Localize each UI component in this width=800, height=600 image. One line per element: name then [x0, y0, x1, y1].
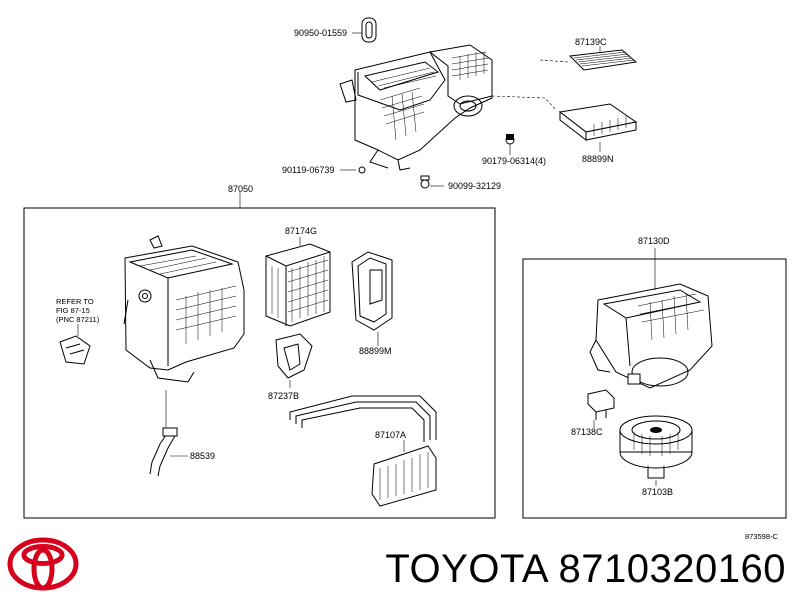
- hose-88539[interactable]: [149, 427, 178, 477]
- label-87139c: 87139C: [575, 37, 607, 47]
- brand-name: TOYOTA: [385, 547, 547, 591]
- part-number: 8710320160: [558, 547, 786, 591]
- label-90950-01559: 90950-01559: [294, 28, 347, 38]
- toyota-logo-icon: [7, 537, 79, 591]
- label-87174g: 87174G: [285, 226, 317, 236]
- label-87138c: 87138C: [571, 427, 603, 437]
- referred-part-87211[interactable]: [59, 335, 91, 365]
- brand-part-number: TOYOTA 8710320160: [366, 547, 786, 591]
- bracket-87237b[interactable]: [275, 333, 313, 379]
- diagram-id: 873598-C: [745, 532, 779, 541]
- label-88899n: 88899N: [582, 154, 614, 164]
- label-90099-32129: 90099-32129: [448, 181, 501, 191]
- label-88899m: 88899M: [359, 346, 392, 356]
- note-line-2: FIG 87-15: [56, 306, 90, 315]
- resistor-87138c[interactable]: [587, 389, 615, 420]
- label-87050: 87050: [228, 184, 253, 194]
- label-88539: 88539: [190, 451, 215, 461]
- heater-unit-87050[interactable]: [123, 235, 245, 383]
- blower-unit-87130d[interactable]: [589, 283, 713, 389]
- evaporator-87174g[interactable]: [265, 243, 331, 327]
- label-87237b: 87237B: [268, 391, 299, 401]
- heater-core-87107a[interactable]: [289, 395, 437, 507]
- seal-88899m[interactable]: [351, 251, 393, 331]
- note-line-3: (PNC 87211): [56, 315, 100, 324]
- label-90119-06739: 90119-06739: [282, 165, 334, 175]
- label-87103b: 87103B: [642, 487, 673, 497]
- note-line-1: REFER TO: [56, 297, 94, 306]
- top-heater-assembly[interactable]: [239, 17, 638, 208]
- label-87130d: 87130D: [638, 236, 670, 246]
- label-90179-06314: 90179-06314(4): [482, 156, 546, 166]
- group-box-87050: [23, 207, 496, 519]
- label-87107a: 87107A: [375, 430, 406, 440]
- blower-motor-87103b[interactable]: [619, 415, 693, 479]
- group-box-87130d: [522, 258, 787, 519]
